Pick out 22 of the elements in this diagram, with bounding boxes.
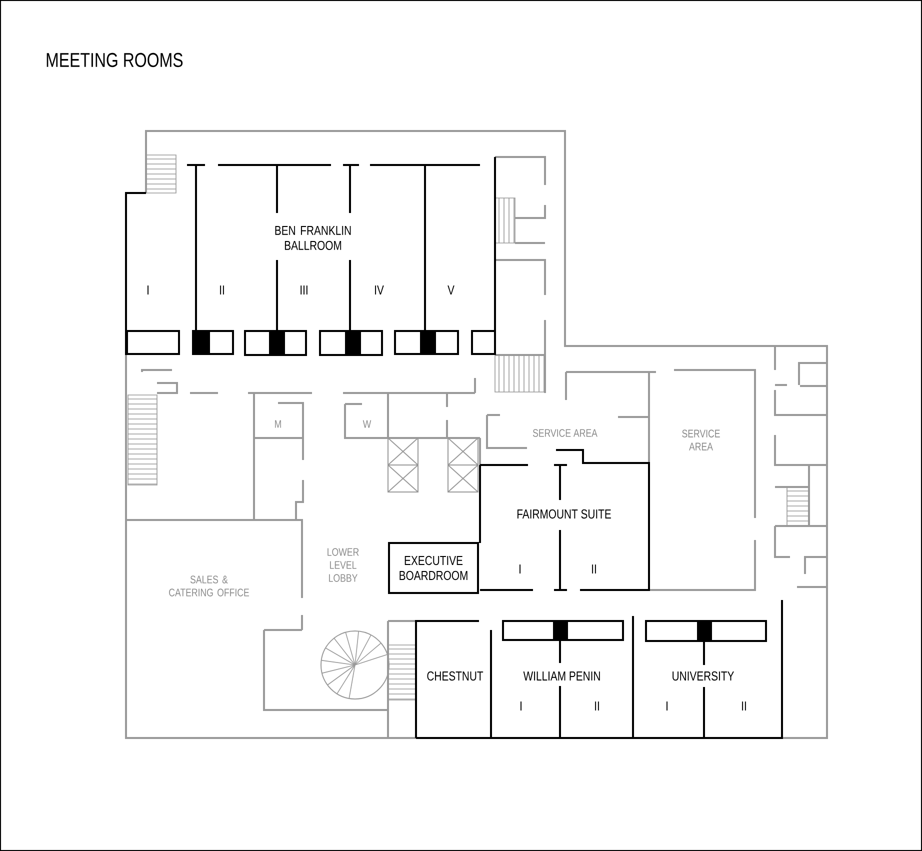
- room-box: EXECUTIVE BOARDROOM: [388, 542, 479, 594]
- section-number: V: [448, 286, 454, 294]
- room-label: BEN FRANKLIN BALLROOM: [275, 226, 351, 250]
- area-label: SERVICE AREA: [682, 430, 720, 450]
- section-number: I: [666, 702, 668, 710]
- section-number: II: [220, 286, 224, 294]
- section-number: I: [520, 702, 522, 710]
- room-label: CHESTNUT: [427, 671, 484, 681]
- section-number: III: [300, 286, 308, 294]
- title: MEETING ROOMS: [46, 52, 183, 68]
- area-label: W: [362, 420, 372, 428]
- section-number: II: [595, 702, 599, 710]
- area-label: M: [275, 420, 281, 428]
- section-number: II: [742, 702, 746, 710]
- room-label: UNIVERSITY: [672, 671, 734, 681]
- area-label: LOWER LEVEL LOBBY: [328, 548, 359, 582]
- room-label: WILLIAM PENIN: [523, 672, 600, 680]
- room-label: FAIRMOUNT SUITE: [517, 509, 611, 519]
- section-number: II: [592, 564, 596, 574]
- area-label: SERVICE AREA: [532, 429, 598, 437]
- section-number: IV: [375, 286, 384, 294]
- area-label: SALES & CATERING OFFICE: [169, 576, 249, 596]
